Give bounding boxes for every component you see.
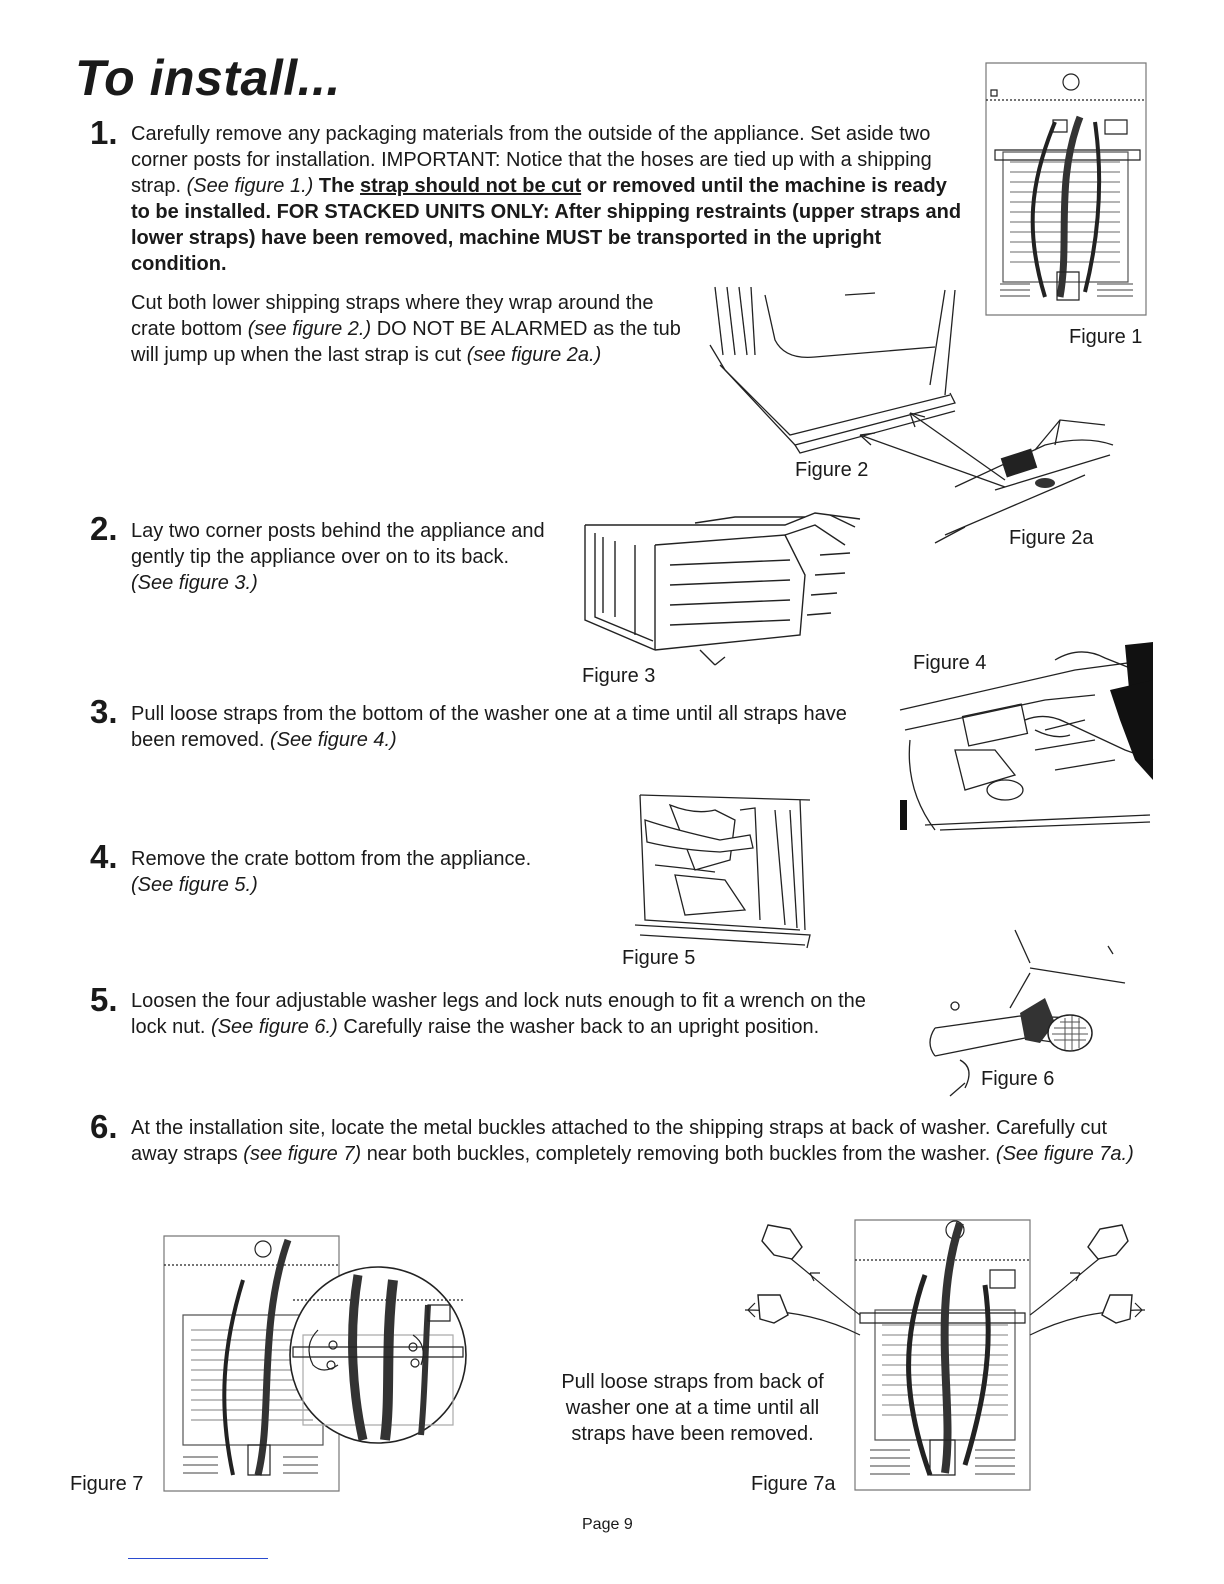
step-5-ref: (See figure 6.) <box>211 1016 338 1038</box>
figure-2a-illustration <box>845 405 1120 545</box>
step-2-body: Lay two corner posts behind the applianc… <box>131 520 545 568</box>
step-1-bold-b: or removed until the machine is ready to… <box>131 175 962 275</box>
step-4-body: Remove the crate bottom from the applian… <box>131 848 532 870</box>
figure-5-label: Figure 5 <box>622 947 696 969</box>
step-3-text: Pull loose straps from the bottom of the… <box>131 701 891 753</box>
figure-4-illustration <box>895 642 1155 835</box>
step-5-text: Loosen the four adjustable washer legs a… <box>131 988 901 1040</box>
figure-7-illustration <box>163 1235 468 1495</box>
step-6-body-a: At the installation site, locate the met… <box>131 1117 1108 1165</box>
step-2-text: Lay two corner posts behind the applianc… <box>131 518 551 596</box>
step-5-body-b: Carefully raise the washer back to an up… <box>343 1016 820 1038</box>
step-1-bold-a: The <box>318 175 355 197</box>
step-1-intro: Carefully remove any packaging materials… <box>131 123 932 197</box>
step-6-text: At the installation site, locate the met… <box>131 1115 1141 1167</box>
figure-7a-caption: Pull loose straps from back of washer on… <box>561 1371 824 1445</box>
footer-rule <box>128 1558 268 1559</box>
step-3-number: 3. <box>90 693 118 730</box>
step-5-body-a: Loosen the four adjustable washer legs a… <box>131 990 866 1038</box>
step-4-text: Remove the crate bottom from the applian… <box>131 846 591 898</box>
figure-2-illustration <box>705 285 975 455</box>
step-6-number: 6. <box>90 1108 118 1145</box>
figure-7a-illustration <box>740 1215 1150 1495</box>
step-1-number: 1. <box>90 114 118 151</box>
figure-3-label: Figure 3 <box>582 665 656 687</box>
step-1-p2-a: Cut both lower shipping straps where the… <box>131 292 654 340</box>
step-1-text: Carefully remove any packaging materials… <box>131 121 966 277</box>
figure-6-label: Figure 6 <box>981 1068 1055 1090</box>
step-2-number: 2. <box>90 510 118 547</box>
step-3-ref: (See figure 4.) <box>269 729 397 751</box>
figure-1-illustration <box>985 62 1147 317</box>
figure-6-illustration <box>930 928 1130 1103</box>
step-6-ref2: (See figure 7a.) <box>995 1143 1134 1165</box>
figure-4-label: Figure 4 <box>913 652 987 674</box>
step-3-body: Pull loose straps from the bottom of the… <box>131 703 847 751</box>
figure-2-label: Figure 2 <box>795 459 869 481</box>
step-4-number: 4. <box>90 838 118 875</box>
page-title: To install... <box>75 50 341 106</box>
page-number: Page 9 <box>582 1516 633 1533</box>
figure-1-label: Figure 1 <box>1069 326 1143 348</box>
step-5-number: 5. <box>90 981 118 1018</box>
step-1-p2-ref2: (see figure 2a.) <box>466 344 602 366</box>
step-6-body-b: near both buckles, completely removing b… <box>366 1143 991 1165</box>
figure-7-label: Figure 7 <box>70 1473 144 1495</box>
step-4-ref: (See figure 5.) <box>131 874 258 896</box>
step-1-p2-ref1: (see figure 2.) <box>247 318 372 340</box>
step-1-p2-b: DO NOT BE ALARMED as the tub will jump u… <box>131 318 681 366</box>
figure-5-illustration <box>635 780 815 955</box>
figure-7a-label: Figure 7a <box>751 1473 836 1495</box>
step-1-bold-underline: strap should not be cut <box>360 175 582 197</box>
step-2-ref: (See figure 3.) <box>131 572 258 594</box>
figure-3-illustration <box>575 505 865 665</box>
step-1-paragraph-2: Cut both lower shipping straps where the… <box>131 290 691 368</box>
step-6-ref1: (see figure 7) <box>243 1143 362 1165</box>
step-1-ref: (See figure 1.) <box>186 175 314 197</box>
figure-2a-label: Figure 2a <box>1009 527 1094 549</box>
